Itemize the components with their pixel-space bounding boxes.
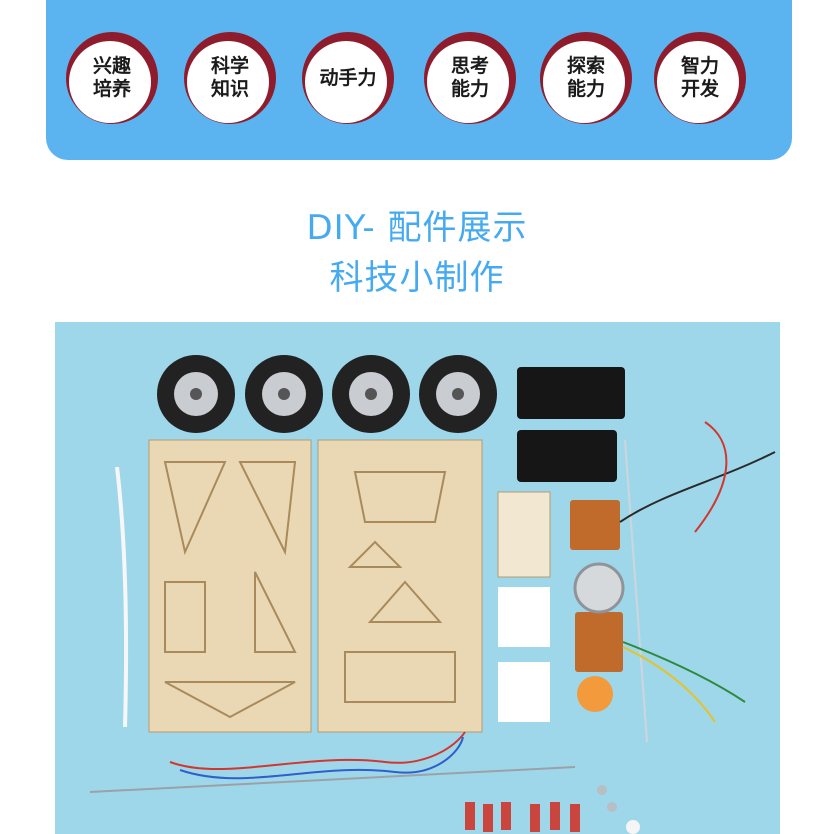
sticky-pad-icon	[498, 587, 550, 647]
connector-icon	[483, 804, 493, 832]
sticky-pad-icon	[498, 662, 550, 722]
wood-board-icon	[148, 439, 312, 733]
motor-icon	[573, 562, 625, 614]
screw-icon	[607, 802, 617, 812]
wire-icon	[622, 641, 746, 703]
wheel-icon	[419, 355, 497, 433]
badge-label: 能力	[566, 78, 605, 100]
badge-ring-icon	[302, 32, 394, 124]
badge-label: 知识	[210, 78, 249, 100]
antenna-rod-icon	[624, 439, 648, 743]
badge-label: 科学	[210, 55, 249, 77]
badge-label: 思考	[450, 55, 489, 77]
badge-intellect: 智力 开发	[652, 30, 748, 126]
battery-holder-icon	[517, 367, 625, 419]
badge-label: 兴趣	[92, 55, 131, 77]
wheel-icon	[157, 355, 235, 433]
badge-ring-icon	[66, 32, 158, 124]
circuit-board-icon	[570, 500, 620, 550]
connector-icon	[501, 802, 511, 830]
badge-ring-icon	[424, 32, 516, 124]
badge-ring-icon	[654, 32, 746, 124]
badge-label: 探索	[566, 55, 605, 77]
zip-tie-icon	[115, 466, 129, 728]
wire-icon	[694, 421, 728, 533]
wheel-icon	[332, 355, 410, 433]
wheel-icon	[245, 355, 323, 433]
badge-label: 动手力	[319, 66, 377, 89]
screw-icon	[597, 785, 607, 795]
badge-label: 能力	[450, 78, 489, 100]
badge-label: 培养	[92, 78, 131, 100]
small-gear-icon	[626, 820, 640, 834]
badge-hands-on: 动手力	[300, 30, 396, 126]
connector-icon	[465, 802, 475, 830]
wire-icon	[622, 646, 716, 723]
wire-icon	[619, 451, 776, 523]
gear-icon	[577, 676, 613, 712]
section-title: DIY- 配件展示	[306, 208, 528, 248]
badge-thinking: 思考 能力	[422, 30, 518, 126]
wood-board-icon	[497, 491, 551, 578]
badge-exploration: 探索 能力	[538, 30, 634, 126]
badge-science: 科学 知识	[182, 30, 278, 126]
badge-interest: 兴趣 培养	[64, 30, 160, 126]
battery-holder-icon	[517, 430, 617, 482]
feature-banner: 兴趣 培养 科学 知识 动手力 思考 能力	[46, 0, 792, 160]
connector-icon	[570, 804, 580, 832]
circuit-board-icon	[575, 612, 623, 672]
wire-icon	[179, 736, 464, 780]
parts-illustration	[89, 355, 776, 834]
section-subtitle: 科技小制作	[329, 258, 505, 298]
connector-icon	[530, 804, 540, 832]
spring-rod-icon	[89, 766, 576, 793]
parts-photo	[55, 322, 780, 834]
badge-ring-icon	[540, 32, 632, 124]
badge-label: 开发	[680, 78, 719, 100]
connector-icon	[550, 802, 560, 830]
wire-icon	[169, 731, 466, 771]
badge-label: 智力	[680, 55, 719, 77]
wood-board-icon	[317, 439, 483, 733]
badge-ring-icon	[184, 32, 276, 124]
